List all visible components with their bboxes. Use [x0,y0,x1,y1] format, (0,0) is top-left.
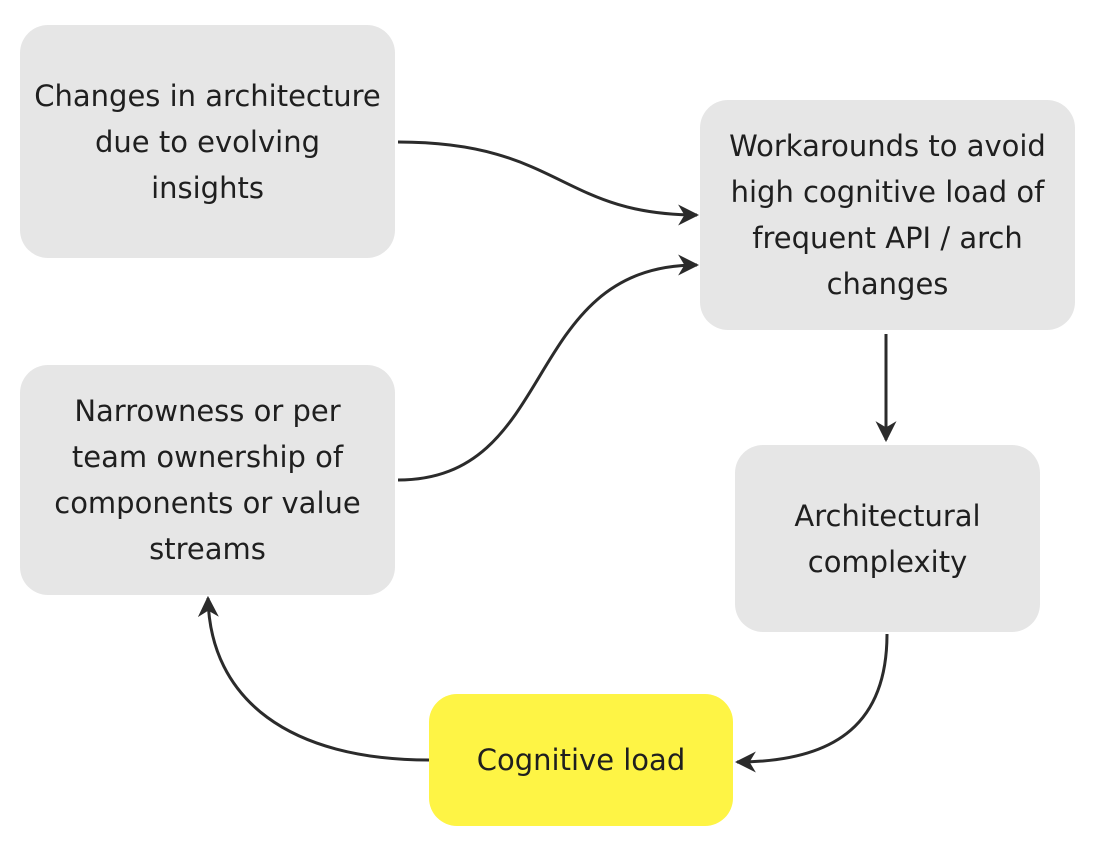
node-architectural-complexity[interactable]: Architectural complexity [735,445,1040,632]
edge-cognitive-load-to-narrowness [197,595,430,762]
edge-complexity-to-cognitive-load [734,633,889,773]
node-label: Architectural complexity [794,498,981,579]
node-changes-in-architecture[interactable]: Changes in architecture due to evolving … [20,25,395,258]
edge-narrowness-to-workarounds [397,254,700,482]
node-label: Workarounds to avoid high cognitive load… [729,129,1046,301]
node-cognitive-load[interactable]: Cognitive load [429,694,733,826]
node-label: Cognitive load [476,743,686,777]
node-workarounds[interactable]: Workarounds to avoid high cognitive load… [700,100,1075,330]
node-label: Narrowness or per team ownership of comp… [54,394,361,566]
node-narrowness[interactable]: Narrowness or per team ownership of comp… [20,365,395,595]
edge-changes-to-workarounds [397,140,700,226]
node-label: Changes in architecture due to evolving … [34,78,381,205]
